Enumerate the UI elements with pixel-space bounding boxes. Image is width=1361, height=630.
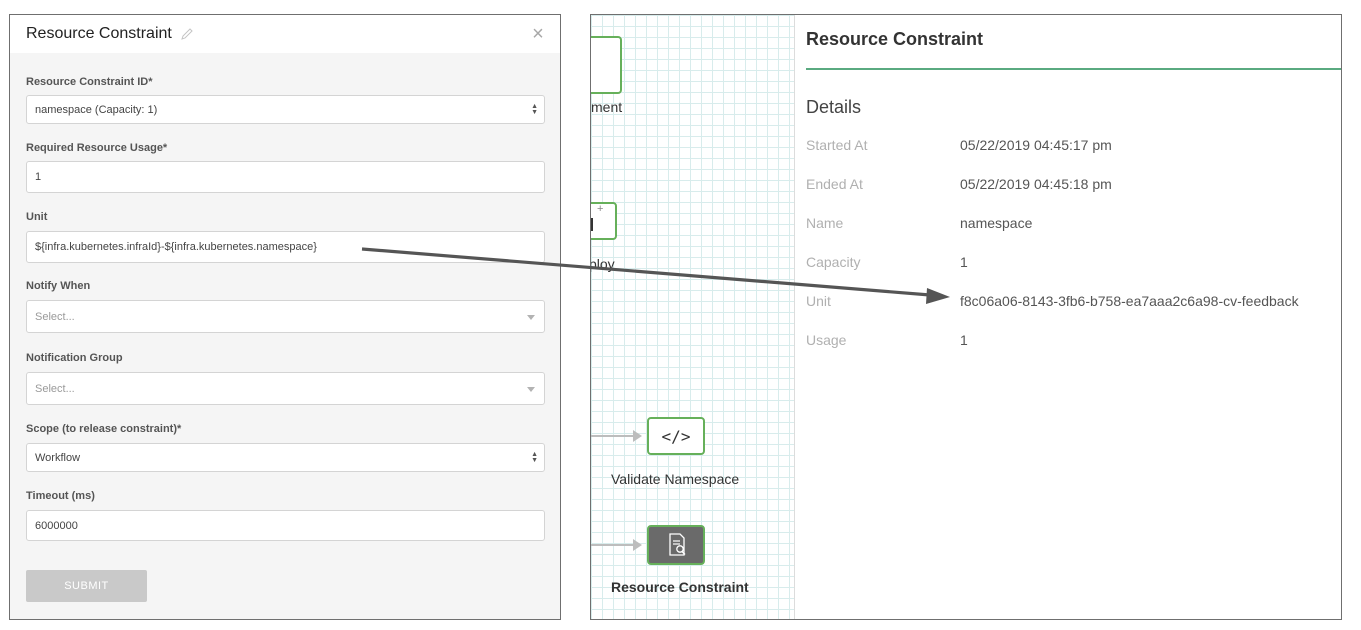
notify-when-label: Notify When <box>26 280 91 292</box>
select-arrows-icon: ▲▼ <box>531 102 538 116</box>
node-label-ploy: ploy <box>590 256 615 272</box>
dialog-header: Resource Constraint × <box>10 15 560 53</box>
node-label-resource-constraint: Resource Constraint <box>611 579 749 595</box>
node-label-ment: ment <box>591 99 623 115</box>
usage-value: 1 <box>960 332 968 348</box>
code-icon: </> <box>661 426 691 446</box>
workflow-canvas[interactable]: ment + ploy </> Validate Namespace <box>591 15 795 619</box>
resource-constraint-id-value: namespace (Capacity: 1) <box>35 103 158 116</box>
required-resource-usage-value: 1 <box>35 171 42 183</box>
dialog-title: Resource Constraint <box>26 25 172 42</box>
timeout-value: 6000000 <box>35 519 78 532</box>
connector-arrow-icon <box>633 539 642 551</box>
unit-detail-label: Unit <box>806 293 831 309</box>
details-panel: Resource Constraint Details Started At 0… <box>796 15 1341 619</box>
usage-label: Usage <box>806 332 847 348</box>
notification-group-label: Notification Group <box>26 352 123 364</box>
validate-namespace-node[interactable]: </> <box>647 417 705 455</box>
required-resource-usage-label: Required Resource Usage* <box>26 142 168 154</box>
timeout-input[interactable]: 6000000 <box>26 510 545 541</box>
submit-button[interactable]: SUBMIT <box>26 570 147 602</box>
chevron-down-icon <box>527 314 535 320</box>
ended-at-label: Ended At <box>806 176 863 192</box>
scope-select[interactable]: Workflow ▲▼ <box>26 443 545 472</box>
notification-group-placeholder: Select... <box>35 382 75 395</box>
unit-label: Unit <box>26 211 48 223</box>
node-label-validate-namespace: Validate Namespace <box>611 471 740 487</box>
notify-when-select[interactable]: Select... <box>26 300 545 333</box>
connector-line <box>591 435 634 437</box>
document-search-icon <box>668 533 688 562</box>
capacity-value: 1 <box>960 254 968 270</box>
name-label: Name <box>806 215 844 231</box>
pencil-icon[interactable] <box>180 27 194 41</box>
notify-when-placeholder: Select... <box>35 310 75 323</box>
started-at-label: Started At <box>806 137 868 153</box>
scope-label: Scope (to release constraint)* <box>26 423 182 435</box>
workflow-node[interactable] <box>591 36 622 94</box>
resource-constraint-node[interactable] <box>647 525 705 565</box>
timeout-label: Timeout (ms) <box>26 490 95 502</box>
ended-at-value: 05/22/2019 04:45:18 pm <box>960 176 1112 192</box>
connector-line <box>591 544 634 546</box>
panel-title: Resource Constraint <box>806 29 984 49</box>
connector-arrow-icon <box>633 430 642 442</box>
unit-input[interactable]: ${infra.kubernetes.infraId}-${infra.kube… <box>26 231 545 263</box>
resource-constraint-id-select[interactable]: namespace (Capacity: 1) ▲▼ <box>26 95 545 124</box>
capacity-label: Capacity <box>806 254 861 270</box>
plus-icon: + <box>597 203 604 215</box>
details-section-title: Details <box>806 97 862 117</box>
select-arrows-icon: ▲▼ <box>531 450 538 464</box>
unit-value: ${infra.kubernetes.infraId}-${infra.kube… <box>35 241 317 253</box>
started-at-value: 05/22/2019 04:45:17 pm <box>960 137 1112 153</box>
name-value: namespace <box>960 215 1033 231</box>
chevron-down-icon <box>527 386 535 392</box>
workflow-execution-pane: ment + ploy </> Validate Namespace <box>590 14 1342 620</box>
notification-group-select[interactable]: Select... <box>26 372 545 405</box>
close-icon[interactable]: × <box>532 23 544 45</box>
deploy-icon <box>591 218 593 231</box>
panel-title-underline <box>806 68 1341 70</box>
unit-detail-value: f8c06a06-8143-3fb6-b758-ea7aaa2c6a98-cv-… <box>960 293 1299 309</box>
scope-value: Workflow <box>35 451 81 464</box>
workflow-node[interactable]: + <box>591 202 617 240</box>
required-resource-usage-input[interactable]: 1 <box>26 161 545 193</box>
resource-constraint-dialog: Resource Constraint × Resource Constrain… <box>9 14 561 620</box>
resource-constraint-id-label: Resource Constraint ID* <box>26 76 153 88</box>
